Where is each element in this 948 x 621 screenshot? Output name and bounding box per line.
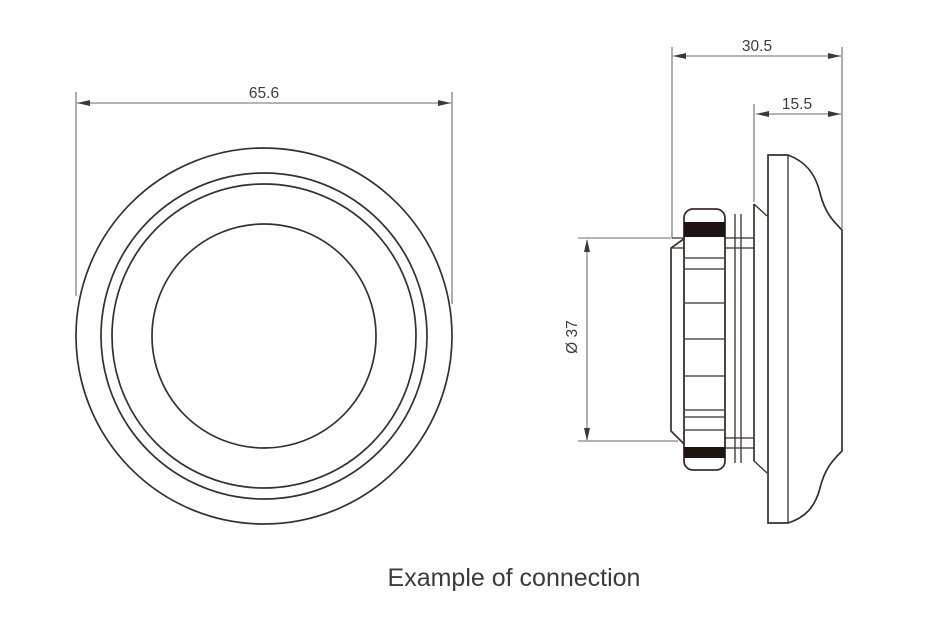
body-diameter-label: Ø 37 (564, 320, 581, 354)
lens-circle (151, 223, 377, 449)
inner-ring-circle (111, 183, 417, 489)
dimension-30-5: 30.5 (671, 38, 843, 238)
nut-shaded-bands (684, 222, 725, 458)
front-diameter-label: 65.6 (249, 85, 279, 102)
front-view-circles (75, 147, 453, 525)
front-view: 65.6 (75, 85, 453, 525)
arrowhead-right-icon (828, 53, 841, 59)
nut-top-band (684, 222, 725, 237)
arrowhead-left-icon (673, 53, 686, 59)
arrowhead-up-icon (584, 239, 590, 252)
cone-top-chamfer (753, 203, 768, 217)
dimension-15-5: 15.5 (753, 96, 841, 202)
bezel-back-cone (753, 203, 768, 474)
nut-bottom-band (684, 447, 725, 458)
arrowhead-down-icon (584, 428, 590, 441)
cone-bottom-chamfer (753, 460, 768, 474)
lock-nut (683, 208, 726, 471)
nut-thread-lines (685, 257, 724, 431)
body-back-outline (670, 237, 686, 446)
front-depth-label: 15.5 (782, 96, 812, 113)
bezel-front (767, 154, 843, 524)
arrowhead-right-icon (828, 111, 841, 117)
total-depth-label: 30.5 (742, 38, 772, 55)
dimension-dia-37: Ø 37 (564, 237, 678, 442)
arrowhead-right-icon (438, 100, 451, 106)
dimension-65-6: 65.6 (75, 85, 453, 304)
outer-rim-circle (75, 147, 453, 525)
mounting-panel (734, 214, 742, 463)
side-view: 30.5 15.5 Ø 37 (564, 38, 843, 524)
arrowhead-left-icon (77, 100, 90, 106)
caption: Example of connection (388, 564, 641, 592)
bezel-outline (767, 154, 843, 524)
arrowhead-left-icon (756, 111, 769, 117)
bezel-ring-circle (100, 172, 428, 500)
